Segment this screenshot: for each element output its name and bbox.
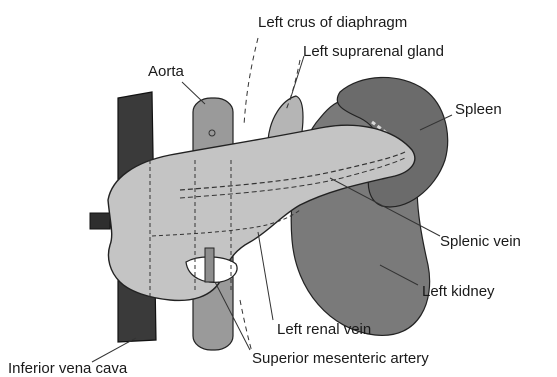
label-superior-mesenteric-artery: Superior mesenteric artery [252,350,429,367]
label-spleen: Spleen [455,101,502,118]
label-splenic-vein: Splenic vein [440,233,521,250]
label-left-kidney: Left kidney [422,283,495,300]
left-crus-line-1 [244,38,258,125]
label-inferior-vena-cava: Inferior vena cava [8,360,128,377]
leader-suprarenal [290,56,304,100]
label-left-suprarenal-gland: Left suprarenal gland [303,43,444,60]
left-crus-line-3 [240,300,252,352]
leader-aorta [182,82,205,104]
label-aorta: Aorta [148,63,185,80]
superior-mesenteric-artery-shape [205,248,214,282]
portal-vein-stub [90,213,110,229]
leader-left-renal-vein [258,232,273,320]
label-left-crus-of-diaphragm: Left crus of diaphragm [258,14,407,31]
label-left-renal-vein: Left renal vein [277,321,371,338]
leader-ivc [92,338,136,362]
